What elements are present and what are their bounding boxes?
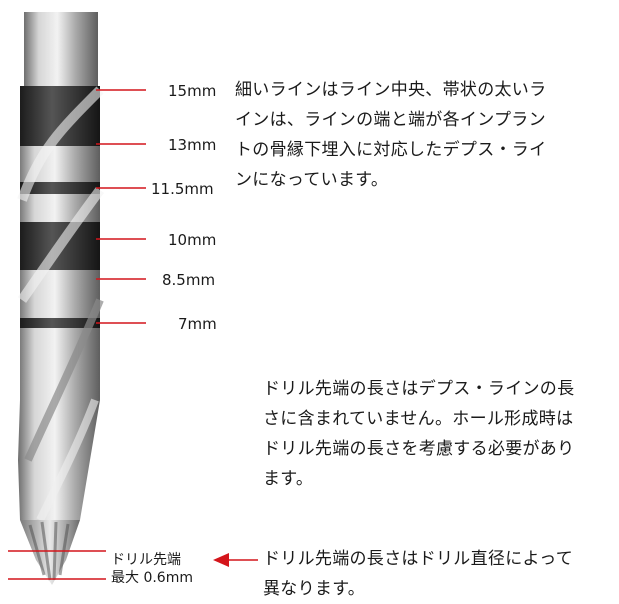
note-line: ドリル先端の長さはデプス・ラインの長: [263, 379, 575, 399]
tip-label-name: ドリル先端: [111, 552, 181, 568]
depth-label-7mm: 7mm: [178, 315, 217, 333]
tip-label: ドリル先端 最大 0.6mm: [111, 551, 193, 587]
note-line: ンになっています。: [235, 170, 389, 190]
note-line: インは、ラインの端と端が各インプラン: [235, 110, 546, 130]
depth-band-11-5mm: [20, 182, 100, 194]
drill-body: [18, 88, 100, 520]
flute-spiral: [36, 398, 99, 522]
note-line: ます。: [263, 469, 314, 489]
tip-label-value: 最大 0.6mm: [111, 570, 193, 586]
depth-line-note: 細いラインはライン中央、帯状の太いラ インは、ラインの端と端が各インプラン トの…: [235, 75, 619, 195]
flute-spiral: [17, 187, 105, 303]
depth-band-7mm: [20, 318, 100, 328]
tip-length-note: ドリル先端の長さはデプス・ラインの長 さに含まれていません。ホール形成時は ドリ…: [263, 374, 619, 494]
drill-shank: [24, 12, 98, 92]
note-line: ドリル先端の長さはドリル直径によって: [263, 549, 574, 569]
flute-spiral: [24, 298, 104, 462]
depth-label-10mm: 10mm: [168, 231, 217, 249]
note-line: さに含まれていません。ホール形成時は: [263, 409, 574, 429]
depth-label-15mm: 15mm: [168, 82, 217, 100]
tip-arrow-head: [213, 553, 229, 567]
note-line: 異なります。: [263, 579, 366, 599]
depth-label-13mm: 13mm: [168, 136, 217, 154]
note-line: 細いラインはライン中央、帯状の太いラ: [235, 80, 547, 100]
flute-spiral: [17, 86, 104, 202]
depth-label-8-5mm: 8.5mm: [162, 271, 216, 289]
depth-label-11-5mm: 11.5mm: [151, 180, 214, 198]
note-line: トの骨縁下埋入に対応したデプス・ライ: [235, 140, 547, 160]
note-line: ドリル先端の長さを考慮する必要があり: [263, 439, 575, 459]
tip-diameter-note: ドリル先端の長さはドリル直径によって 異なります。: [263, 544, 619, 604]
